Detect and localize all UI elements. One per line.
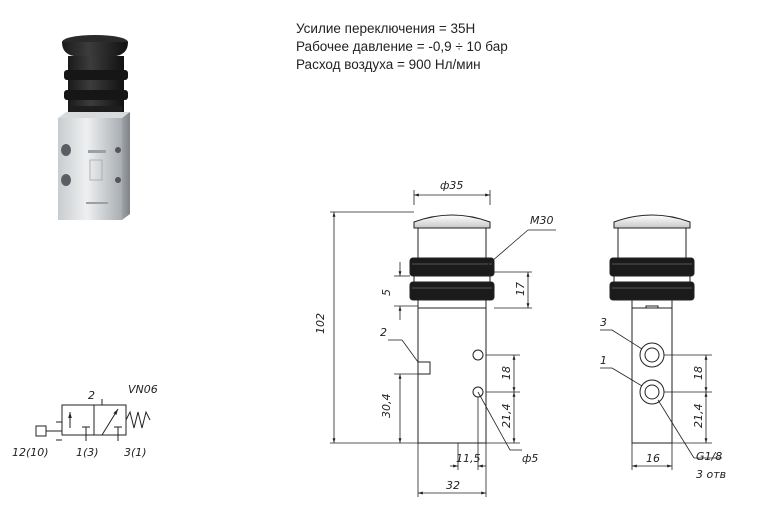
dim-m30: M30	[530, 214, 554, 227]
dim-32: 32	[446, 479, 460, 492]
dim-g1-8: G1/8	[696, 450, 722, 463]
dim-21-4-front: 21,4	[500, 404, 513, 429]
callout-2: 2	[380, 326, 387, 339]
product-photo	[58, 35, 130, 220]
symbol-port-3: 3(1)	[124, 446, 147, 459]
spec-force: Усилие переключения = 35Н	[296, 21, 476, 36]
front-view-dimensions	[330, 190, 556, 497]
front-view	[409, 214, 495, 444]
dim-18-front: 18	[500, 366, 513, 380]
dim-d5: ф5	[522, 452, 538, 465]
symbol-port-12: 12(10)	[12, 446, 49, 459]
callout-1: 1	[600, 354, 607, 367]
dim-3-holes: 3 отв	[696, 468, 726, 481]
dim-11-5: 11,5	[456, 452, 481, 465]
dim-17: 17	[514, 282, 527, 296]
spec-pressure: Рабочее давление = -0,9 ÷ 10 бар	[296, 39, 508, 54]
dim-5: 5	[380, 289, 393, 296]
dim-16: 16	[646, 452, 660, 465]
symbol-model-label: VN06	[128, 383, 158, 396]
spec-flow: Расход воздуха = 900 Нл/мин	[296, 57, 481, 72]
dim-30-4: 30,4	[380, 394, 393, 419]
side-view-dimensions	[600, 329, 722, 470]
specs-text: Усилие переключения = 35Н Рабочее давлен…	[296, 20, 508, 74]
dim-18-side: 18	[692, 366, 705, 380]
symbol-port-2: 2	[88, 389, 95, 402]
pneumatic-symbol	[35, 399, 151, 441]
dim-d35: ф35	[440, 179, 463, 192]
callout-3: 3	[600, 316, 607, 329]
side-view	[609, 214, 695, 444]
symbol-port-1: 1(3)	[76, 446, 99, 459]
dim-102: 102	[314, 313, 327, 334]
dim-21-4-side: 21,4	[692, 404, 705, 429]
